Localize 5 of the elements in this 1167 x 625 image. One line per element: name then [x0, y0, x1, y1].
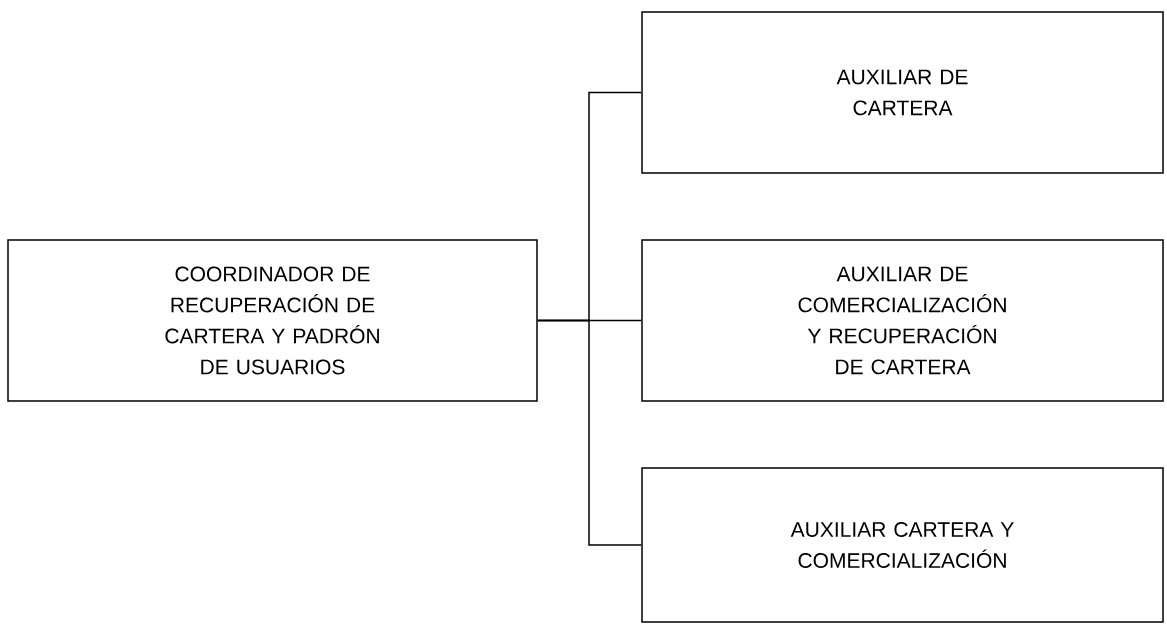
org-box: AUXILIAR DE CARTERA: [641, 11, 1164, 174]
org-box: COORDINADOR DE RECUPERACIÓN DE CARTERA Y PADRÓN DE USUARIOS: [7, 239, 538, 402]
org-box: AUXILIAR CARTERA Y COMERCIALIZACIÓN: [641, 467, 1164, 623]
connector: [537, 319, 642, 546]
org-box: AUXILIAR DE COMERCIALIZACIÓN Y RECUPERACIÓN DE CARTERA: [641, 239, 1164, 402]
